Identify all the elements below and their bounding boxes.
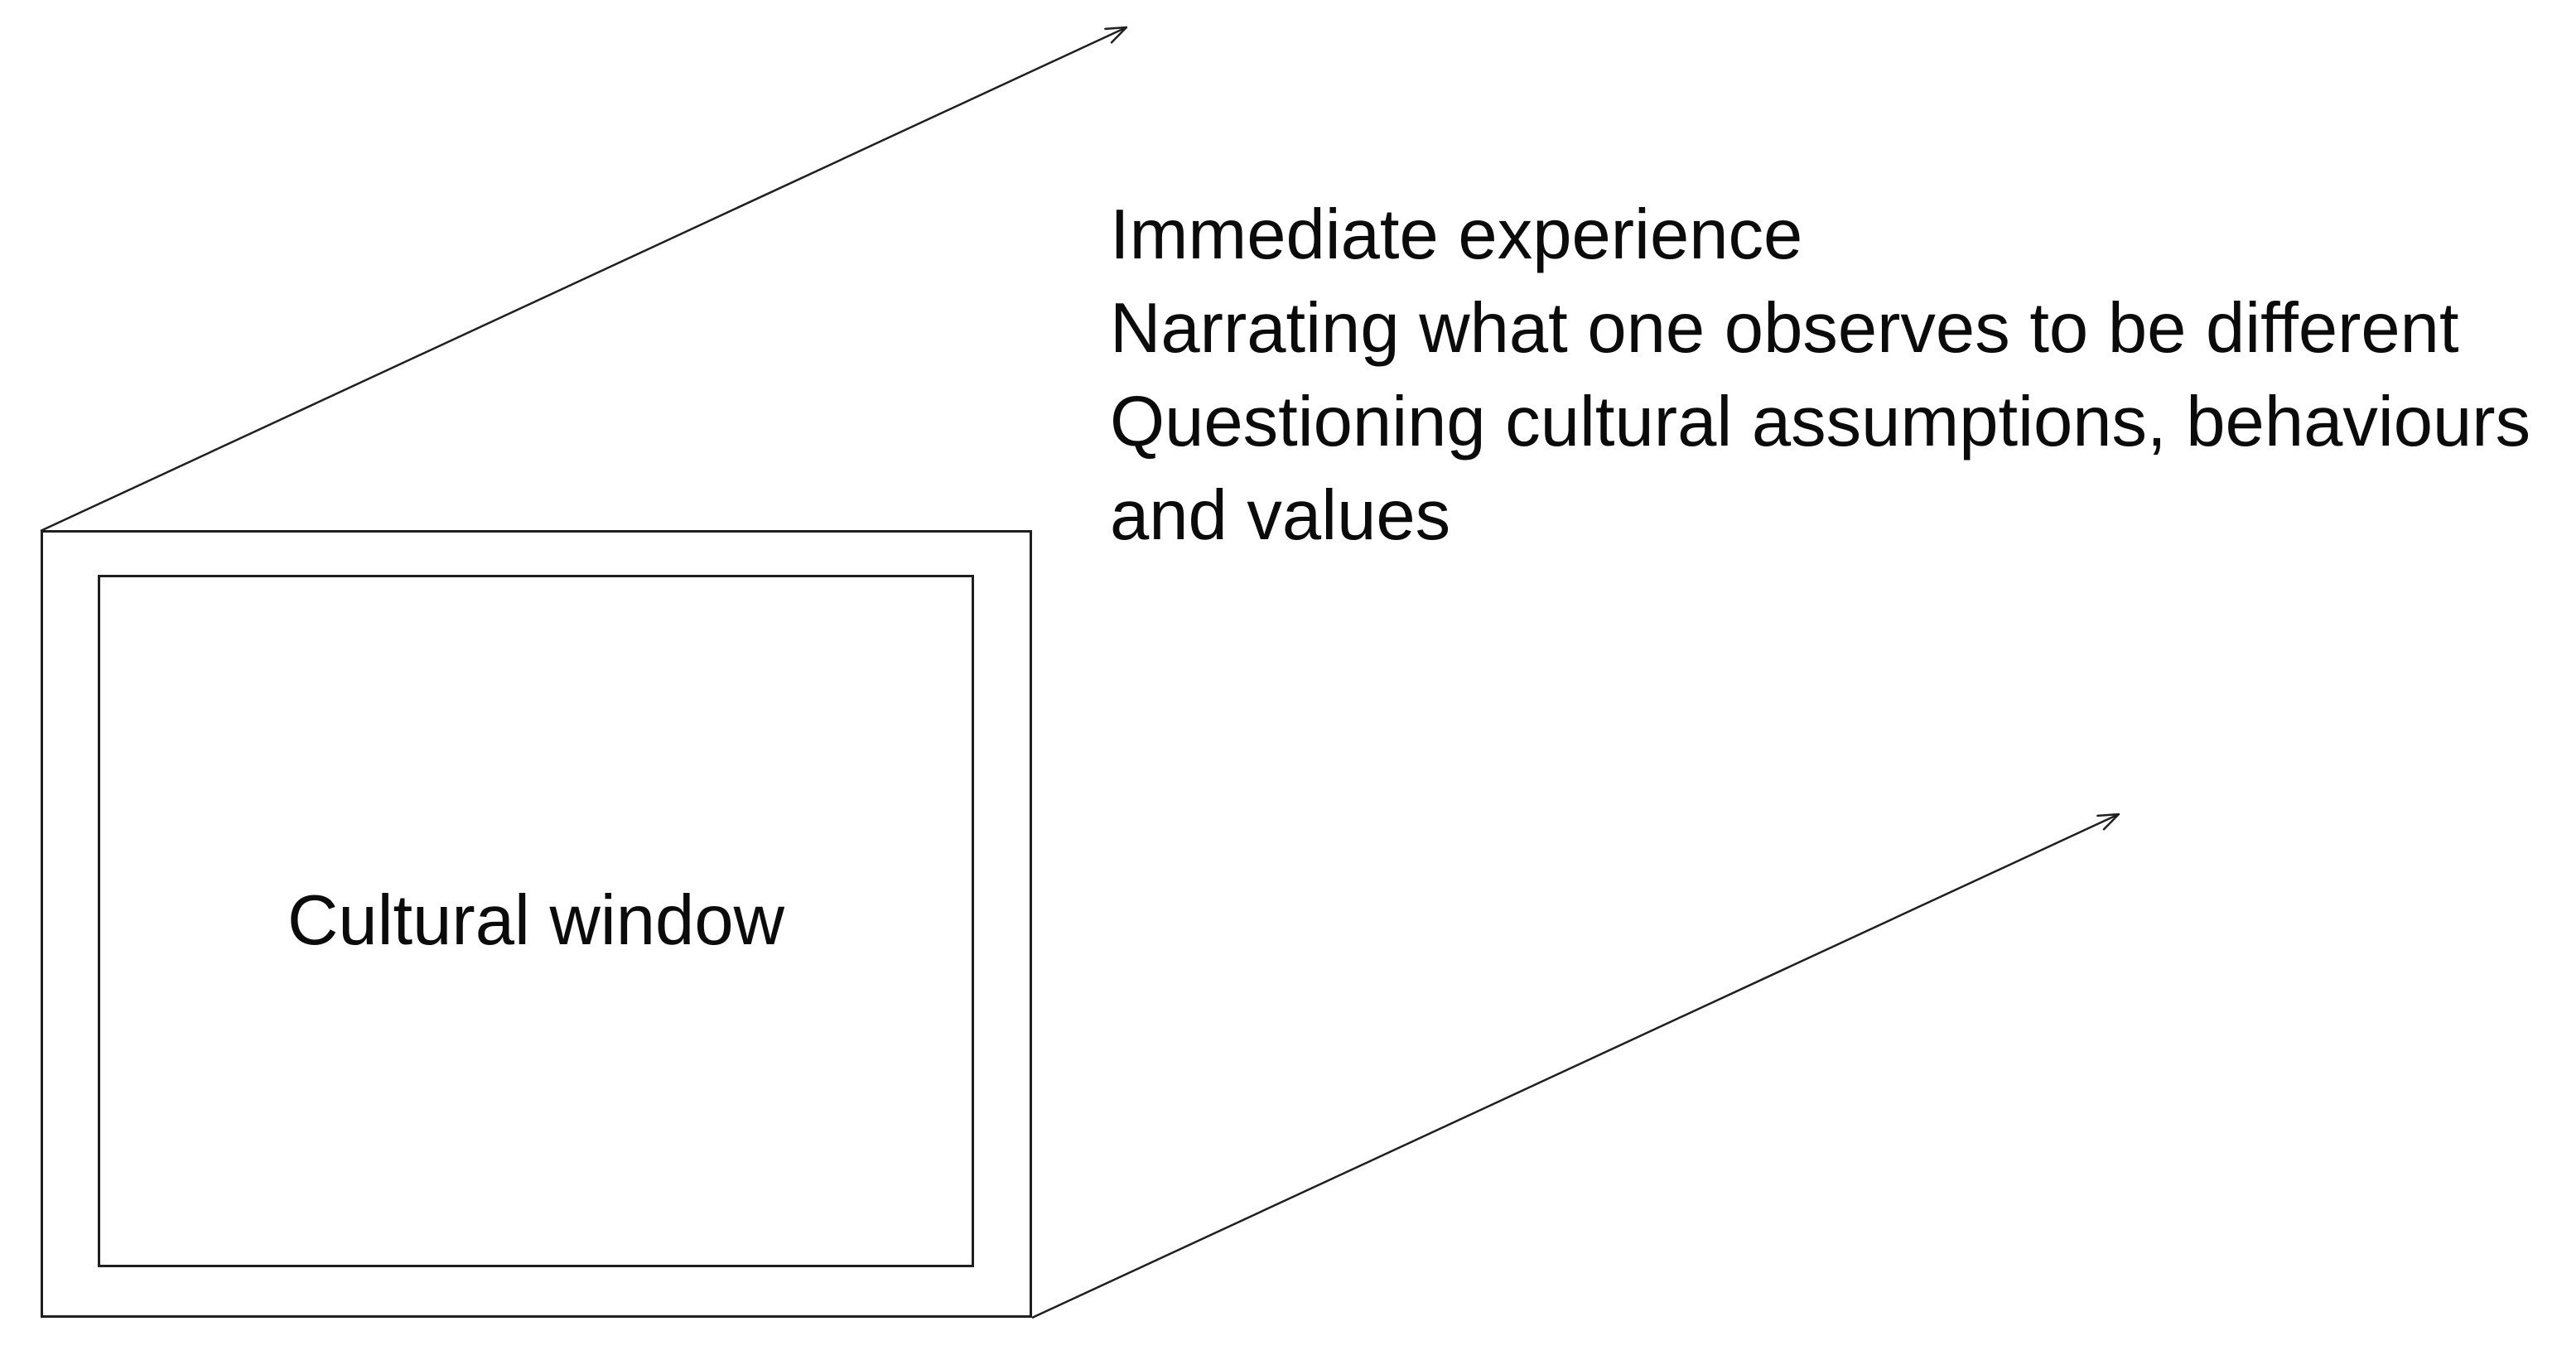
annotation-line-narrating: Narrating what one observes to be differ… [1110,289,2459,368]
cultural-window-inner-frame: Cultural window [98,575,974,1267]
arrow-upper-projection-line [40,26,1128,533]
annotation-line-questioning: Questioning cultural assumptions, behavi… [1110,383,2531,461]
annotation-line-and-values: and values [1110,476,1451,555]
annotation-line-immediate-experience: Immediate experience [1110,195,1803,274]
cultural-window-outer-frame: Cultural window [41,530,1032,1318]
arrow-lower-projection-line [1031,813,2120,1319]
annotation-text-block: Immediate experience Narrating what one … [1110,188,2530,562]
cultural-window-label: Cultural window [287,881,784,960]
